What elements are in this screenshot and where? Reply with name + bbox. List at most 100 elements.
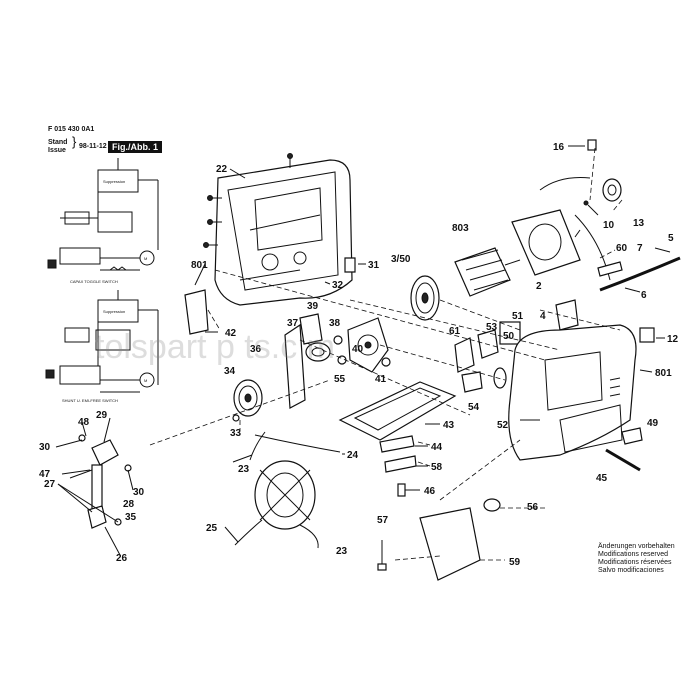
svg-text:M: M	[144, 256, 147, 261]
callout-39: 39	[307, 301, 319, 312]
housing-half-left	[214, 159, 353, 306]
blade-guide-assembly	[69, 434, 132, 529]
issue-label: Issue	[48, 147, 66, 154]
guard-59	[419, 507, 481, 581]
leader-lines	[55, 145, 671, 556]
callout-23-bottom: 23	[336, 546, 348, 557]
note-es: Salvo modificaciones	[598, 567, 664, 574]
housing-right-801	[508, 324, 637, 461]
callout-50: 50	[503, 331, 515, 342]
callout-32: 32	[332, 280, 344, 291]
issue-date: 98-11-12	[79, 143, 107, 150]
modification-notes: Änderungen vorbehalten Modifications res…	[598, 543, 675, 575]
callout-41: 41	[375, 374, 387, 385]
callout-61: 61	[449, 326, 461, 337]
callout-12: 12	[667, 334, 679, 345]
bracket-53	[477, 329, 499, 359]
callout-30-left: 30	[39, 442, 51, 453]
wiring-schematic-bottom: Suppression M SHUNT U. EMI-FREE SWITCH	[45, 290, 159, 403]
blade-holder-44	[379, 435, 415, 453]
callout-3-50: 3/50	[391, 254, 411, 265]
callout-49: 49	[647, 418, 659, 429]
screw-33	[232, 414, 240, 422]
note-fr: Modifications réservées	[598, 559, 672, 566]
pin-38	[333, 335, 343, 345]
callout-10: 10	[603, 220, 615, 231]
screw-46	[397, 483, 406, 497]
callout-37: 37	[287, 318, 299, 329]
callout-43: 43	[443, 420, 455, 431]
part-56	[483, 498, 501, 512]
schematic-top-box-label: Suppression	[103, 179, 125, 184]
callout-42: 42	[225, 328, 237, 339]
callout-801-right: 801	[655, 368, 672, 379]
part-54	[461, 371, 483, 393]
callout-31: 31	[368, 260, 380, 271]
brace-icon: }	[72, 134, 77, 149]
gear-housing-40	[347, 317, 389, 373]
clamp-58	[384, 455, 417, 473]
callout-6: 6	[641, 290, 647, 301]
callout-55: 55	[334, 374, 346, 385]
callout-803: 803	[452, 223, 469, 234]
callout-2: 2	[536, 281, 542, 292]
callout-46: 46	[424, 486, 436, 497]
callout-36: 36	[250, 344, 262, 355]
stand-label: Stand	[48, 139, 68, 146]
callout-56: 56	[527, 502, 539, 513]
callout-44: 44	[431, 442, 443, 453]
callout-38: 38	[329, 318, 341, 329]
callout-7: 7	[637, 243, 643, 254]
lever-49	[621, 427, 643, 445]
callout-5: 5	[668, 233, 674, 244]
brush-holder-13	[602, 178, 622, 202]
bracket-61	[454, 337, 475, 373]
stator-25	[254, 460, 316, 530]
wiring-schematic-top: Suppression M CAPAX TOGGLE SWITCH	[47, 158, 159, 284]
callout-48: 48	[78, 417, 90, 428]
callout-59: 59	[509, 557, 521, 568]
switch-51	[499, 321, 521, 345]
armature-803	[454, 247, 521, 297]
cable-24	[254, 434, 341, 453]
callout-22: 22	[216, 164, 228, 175]
cable-6	[599, 256, 681, 292]
base-plate-43	[338, 381, 457, 441]
cable-23-bottom	[299, 524, 319, 549]
callout-51: 51	[512, 311, 524, 322]
part-4	[555, 299, 579, 331]
figure-label: Fig./Abb. 1	[108, 141, 162, 153]
schematic-bottom-caption: SHUNT U. EMI-FREE SWITCH	[62, 398, 118, 403]
screw-10	[583, 200, 599, 216]
callout-28: 28	[123, 499, 135, 510]
screw-57	[377, 540, 387, 571]
callout-57: 57	[377, 515, 389, 526]
callout-25: 25	[206, 523, 218, 534]
callout-34: 34	[224, 366, 236, 377]
callout-33: 33	[230, 428, 242, 439]
gear-34	[233, 379, 263, 417]
cable-25-lead	[234, 519, 263, 546]
callout-26: 26	[116, 553, 128, 564]
part-16	[587, 139, 597, 151]
cable-23-top	[249, 431, 266, 461]
callout-60: 60	[616, 243, 628, 254]
svg-text:M: M	[144, 378, 147, 383]
part-12	[639, 327, 655, 343]
schematic-top-caption: CAPAX TOGGLE SWITCH	[70, 279, 118, 284]
callout-54: 54	[468, 402, 480, 413]
roller-52	[493, 367, 507, 389]
callout-16: 16	[553, 142, 565, 153]
callout-45: 45	[596, 473, 608, 484]
callout-27: 27	[44, 479, 56, 490]
callout-23-top: 23	[238, 464, 250, 475]
note-en: Modifications reserved	[598, 551, 669, 558]
drawing-code: F 015 430 0A1	[48, 126, 95, 133]
note-de: Änderungen vorbehalten	[598, 543, 675, 550]
callout-801-left: 801	[191, 260, 208, 271]
callout-35: 35	[125, 512, 137, 523]
callout-58: 58	[431, 462, 443, 473]
lever-36	[284, 323, 306, 409]
callout-24: 24	[347, 450, 359, 461]
